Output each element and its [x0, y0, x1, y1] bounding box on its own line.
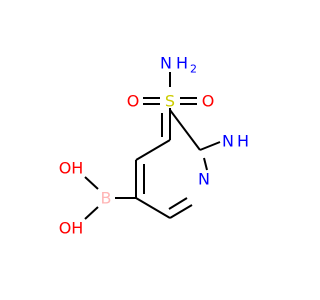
bond-b-oh-bottom [84, 206, 99, 220]
bond-c1-n-double [168, 197, 188, 210]
atom-o-right: O [202, 92, 215, 111]
bond-c4-c5 [135, 139, 171, 161]
atom-n-amino: N [222, 132, 234, 151]
atom-b: B [101, 189, 112, 208]
atom-oh-top: OH [59, 159, 84, 178]
bond-c1-n [169, 204, 193, 219]
bond-c6-c1 [135, 197, 171, 219]
atom-o-left: O [127, 92, 140, 111]
bond-n-c2 [203, 157, 208, 171]
atom-s: S [165, 92, 175, 111]
bond-c2-amino [199, 141, 221, 151]
bond-c2-c3 [169, 109, 201, 151]
atom-oh-bottom: OH [59, 219, 84, 238]
atom-labels: N H 2 O S O N H N B OH OH [59, 54, 249, 238]
atom-n-sulfonamide-h: H [176, 54, 188, 73]
bonds [84, 72, 221, 220]
atom-n-ring: N [198, 170, 210, 189]
molecule-structure: N H 2 O S O N H N B OH OH [59, 54, 249, 238]
bond-b-oh-top [84, 176, 99, 190]
atom-n-amino-h: H [237, 132, 249, 151]
atom-n-sulfonamide: N [160, 54, 172, 73]
atom-n-sulfonamide-h-count: 2 [190, 63, 197, 76]
